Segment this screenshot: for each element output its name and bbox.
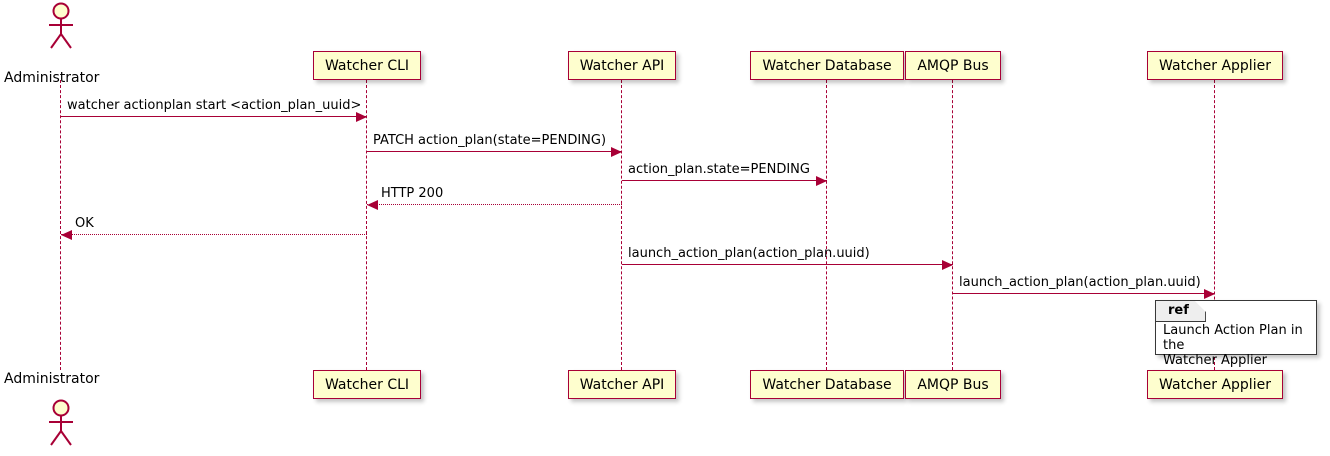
actor-label-administrator-bottom: Administrator	[4, 371, 100, 387]
participant-box-watcher-applier-top[interactable]: Watcher Applier	[1147, 51, 1283, 80]
message-label-msg-1: watcher actionplan start <action_plan_uu…	[67, 98, 362, 113]
lifeline-watcher-cli	[366, 80, 368, 370]
actor-stick-figure-icon	[49, 399, 73, 446]
participant-box-watcher-api-bottom[interactable]: Watcher API	[567, 370, 677, 399]
message-label-msg-2: PATCH action_plan(state=PENDING)	[373, 133, 607, 148]
message-line-msg-7	[953, 293, 1215, 294]
participant-box-amqp-bus-top[interactable]: AMQP Bus	[905, 51, 1001, 80]
message-line-msg-4	[367, 204, 622, 205]
lifeline-amqp-bus	[952, 80, 954, 370]
ref-fragment-tab-label: ref	[1156, 301, 1206, 322]
participant-box-watcher-cli-top[interactable]: Watcher CLI	[312, 51, 422, 80]
message-label-msg-6: launch_action_plan(action_plan.uuid)	[628, 246, 870, 261]
participant-box-watcher-database-bottom[interactable]: Watcher Database	[750, 370, 904, 399]
actor-stick-figure-icon	[49, 2, 73, 49]
message-line-msg-3	[622, 180, 827, 181]
message-arrowhead-msg-3	[816, 175, 827, 186]
message-line-msg-5	[61, 234, 367, 235]
message-arrowhead-msg-5	[61, 229, 72, 240]
message-arrowhead-msg-2	[611, 146, 622, 157]
actor-label-administrator-top: Administrator	[4, 70, 100, 86]
lifeline-administrator	[60, 80, 62, 370]
message-label-msg-4: HTTP 200	[381, 186, 444, 201]
message-arrowhead-msg-6	[942, 259, 953, 270]
message-line-msg-6	[622, 264, 953, 265]
message-line-msg-2	[367, 151, 622, 152]
lifeline-watcher-applier	[1214, 80, 1216, 370]
message-label-msg-7: launch_action_plan(action_plan.uuid)	[959, 275, 1201, 290]
lifeline-watcher-api	[621, 80, 623, 370]
lifeline-watcher-database	[826, 80, 828, 370]
participant-box-watcher-cli-bottom[interactable]: Watcher CLI	[312, 370, 422, 399]
message-label-msg-5: OK	[75, 216, 94, 231]
message-arrowhead-msg-7	[1204, 288, 1215, 299]
message-arrowhead-msg-1	[356, 111, 367, 122]
participant-box-watcher-database-top[interactable]: Watcher Database	[750, 51, 904, 80]
participant-box-amqp-bus-bottom[interactable]: AMQP Bus	[905, 370, 1001, 399]
message-label-msg-3: action_plan.state=PENDING	[628, 162, 810, 177]
ref-fragment-text: Launch Action Plan in the Watcher Applie…	[1163, 323, 1303, 368]
participant-box-watcher-api-top[interactable]: Watcher API	[567, 51, 677, 80]
message-line-msg-1	[61, 116, 367, 117]
participant-box-watcher-applier-bottom[interactable]: Watcher Applier	[1147, 370, 1283, 399]
message-arrowhead-msg-4	[367, 199, 378, 210]
